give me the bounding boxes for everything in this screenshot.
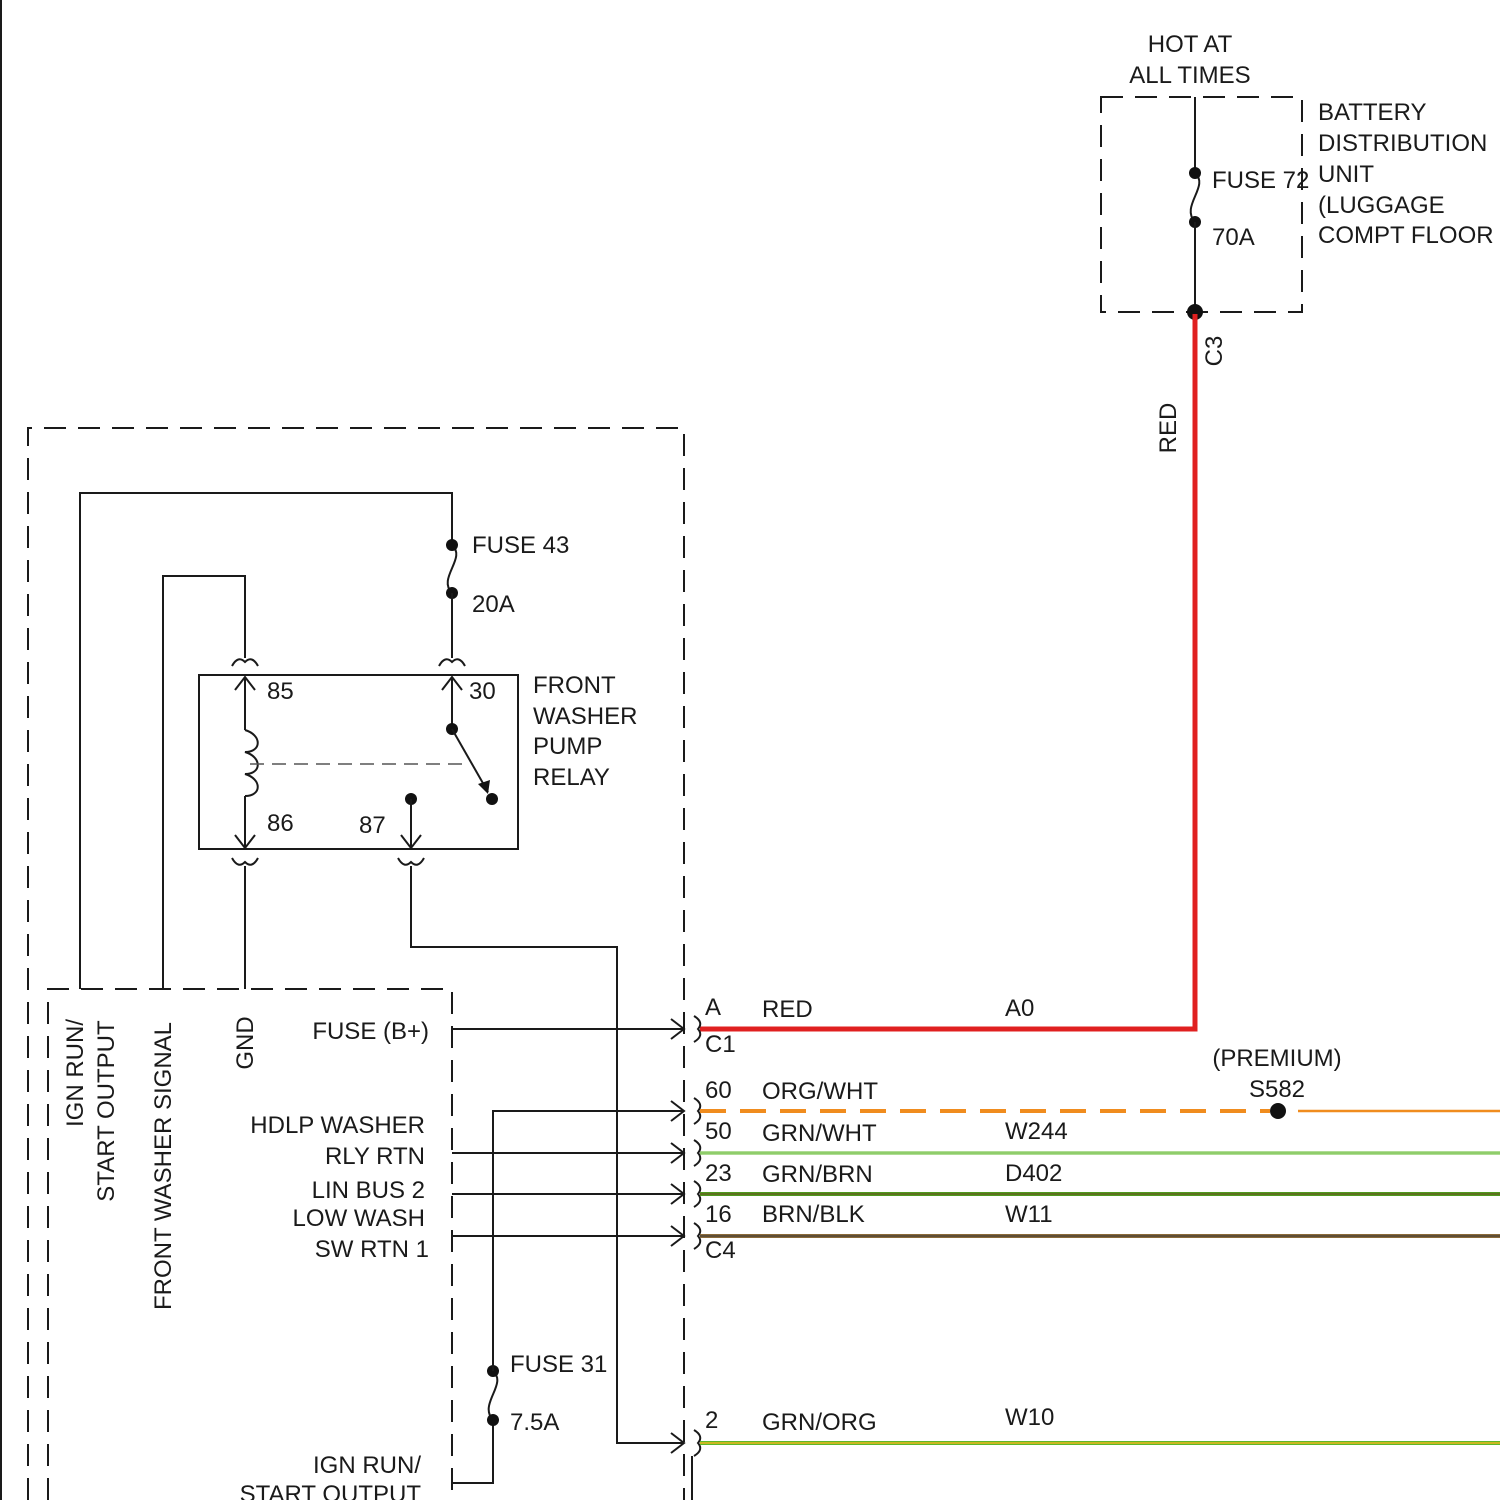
module-outer-box — [28, 428, 684, 1500]
wire-50-color: GRN/WHT — [762, 1120, 877, 1147]
pin-a-label: A — [705, 994, 721, 1021]
fuse-b-label: FUSE (B+) — [312, 1018, 429, 1045]
relay-coil — [245, 730, 258, 796]
pin-87-label: 87 — [359, 812, 386, 839]
low-wash-label-line2: SW RTN 1 — [315, 1236, 429, 1263]
low-wash-label-line1: LOW WASH — [293, 1205, 425, 1232]
fuse-72-symbol — [1191, 173, 1200, 222]
bdu-name-line3: UNIT — [1318, 161, 1374, 188]
wire-60-color: ORG/WHT — [762, 1078, 878, 1105]
wire-23-circuit: D402 — [1005, 1160, 1062, 1187]
relay-30-connector — [439, 659, 465, 666]
relay-86-connector — [232, 858, 258, 865]
fuse-31-bottom-dot — [487, 1414, 499, 1426]
splice-s582-dot — [1270, 1103, 1286, 1119]
fuse-72-label: FUSE 72 — [1212, 167, 1309, 194]
fuse-43-symbol — [448, 545, 457, 593]
hdlp-washer-label-line1: HDLP WASHER — [250, 1112, 425, 1139]
pin-60-label: 60 — [705, 1077, 732, 1104]
pin-85-label: 85 — [267, 678, 294, 705]
bdu-dashed-box — [1101, 97, 1302, 312]
ign-run-bottom-line2: START OUTPUT — [240, 1481, 422, 1500]
wire-labels: A C1 RED A0 60 ORG/WHT (PREMIUM) S582 50… — [705, 994, 1342, 1436]
front-washer-signal-label: FRONT WASHER SIGNAL — [150, 1022, 177, 1310]
fuse-43: FUSE 43 20A — [80, 493, 569, 989]
bdu-name-line5: COMPT FLOOR — [1318, 222, 1494, 249]
c1-connector-label: C1 — [705, 1031, 736, 1058]
internal-module-wires: FUSE 31 7.5A — [452, 1019, 684, 1483]
wire-16-circuit: W11 — [1005, 1201, 1053, 1228]
pin-2-bracket — [694, 1430, 700, 1456]
fuse-31-out-wire — [493, 1111, 684, 1371]
pin-86-label: 86 — [267, 810, 294, 837]
relay-name-line4: RELAY — [533, 764, 610, 791]
fuse-72-rating: 70A — [1212, 224, 1255, 251]
bdu-name-line1: BATTERY — [1318, 99, 1426, 126]
bdu-name-line4: (LUGGAGE — [1318, 192, 1445, 219]
pin-2-label: 2 — [705, 1407, 718, 1434]
pin-60-bracket — [694, 1098, 700, 1124]
wire-2-circuit: W10 — [1005, 1404, 1054, 1431]
pin-23-bracket — [694, 1181, 700, 1207]
hot-at-all-times-line2: ALL TIMES — [1129, 62, 1250, 89]
c4-connector-label: C4 — [705, 1237, 736, 1264]
front-washer-signal-wire — [163, 576, 245, 989]
wire-2-color: GRN/ORG — [762, 1409, 877, 1436]
fuse-72-top-dot — [1189, 167, 1201, 179]
relay-87-connector — [398, 858, 424, 865]
fuse-31-rating: 7.5A — [510, 1409, 559, 1436]
battery-distribution-unit: HOT AT ALL TIMES BATTERY DISTRIBUTION UN… — [1101, 31, 1494, 453]
lin-bus-label: LIN BUS 2 — [312, 1177, 425, 1204]
wire-23-color: GRN/BRN — [762, 1161, 873, 1188]
pin-23-label: 23 — [705, 1160, 732, 1187]
front-washer-pump-relay: 85 30 86 87 FRONT WASHER PUMP RELAY — [199, 659, 637, 864]
pin-a-bracket — [694, 1016, 700, 1042]
fuse-43-top-dot — [446, 539, 458, 551]
pin-50-label: 50 — [705, 1118, 732, 1145]
ign-run-vertical-line1: IGN RUN/ — [62, 1019, 89, 1127]
wire-50-circuit: W244 — [1005, 1118, 1068, 1145]
ign-run-feed-wire — [80, 493, 452, 989]
fuse-31-symbol — [489, 1371, 498, 1420]
pin-50-bracket — [694, 1140, 700, 1166]
wire-a-circuit: A0 — [1005, 995, 1034, 1022]
wire-16-color: BRN/BLK — [762, 1201, 865, 1228]
hdlp-washer-label-line2: RLY RTN — [325, 1143, 425, 1170]
ign-bottom-wire — [452, 1420, 493, 1483]
splice-id-label: S582 — [1249, 1076, 1305, 1103]
pin-16-bracket — [694, 1223, 700, 1249]
connector-brackets — [692, 1016, 700, 1500]
switch-arm-arrow — [478, 780, 490, 794]
relay-name-line1: FRONT — [533, 672, 616, 699]
switch-nc-dot — [486, 793, 498, 805]
fuse-31-label: FUSE 31 — [510, 1351, 607, 1378]
bdu-wire-color-label: RED — [1155, 403, 1182, 454]
wire-a-color: RED — [762, 996, 813, 1023]
ign-run-bottom-line1: IGN RUN/ — [313, 1452, 421, 1479]
harness-wires — [700, 1103, 1500, 1443]
red-feed-wire — [700, 314, 1195, 1029]
pin-30-label: 30 — [469, 678, 496, 705]
fuse-43-label: FUSE 43 — [472, 532, 569, 559]
c3-connector-label: C3 — [1201, 336, 1228, 367]
hot-at-all-times-line1: HOT AT — [1148, 31, 1233, 58]
pin-16-label: 16 — [705, 1201, 732, 1228]
fuse-43-rating: 20A — [472, 591, 515, 618]
splice-premium-label: (PREMIUM) — [1212, 1045, 1341, 1072]
ign-run-vertical-line2: START OUTPUT — [93, 1020, 120, 1202]
relay-name-line2: WASHER — [533, 703, 637, 730]
relay-85-connector — [232, 659, 258, 666]
relay-name-line3: PUMP — [533, 733, 602, 760]
gnd-label: GND — [232, 1016, 259, 1069]
bdu-name-line2: DISTRIBUTION — [1318, 130, 1487, 157]
